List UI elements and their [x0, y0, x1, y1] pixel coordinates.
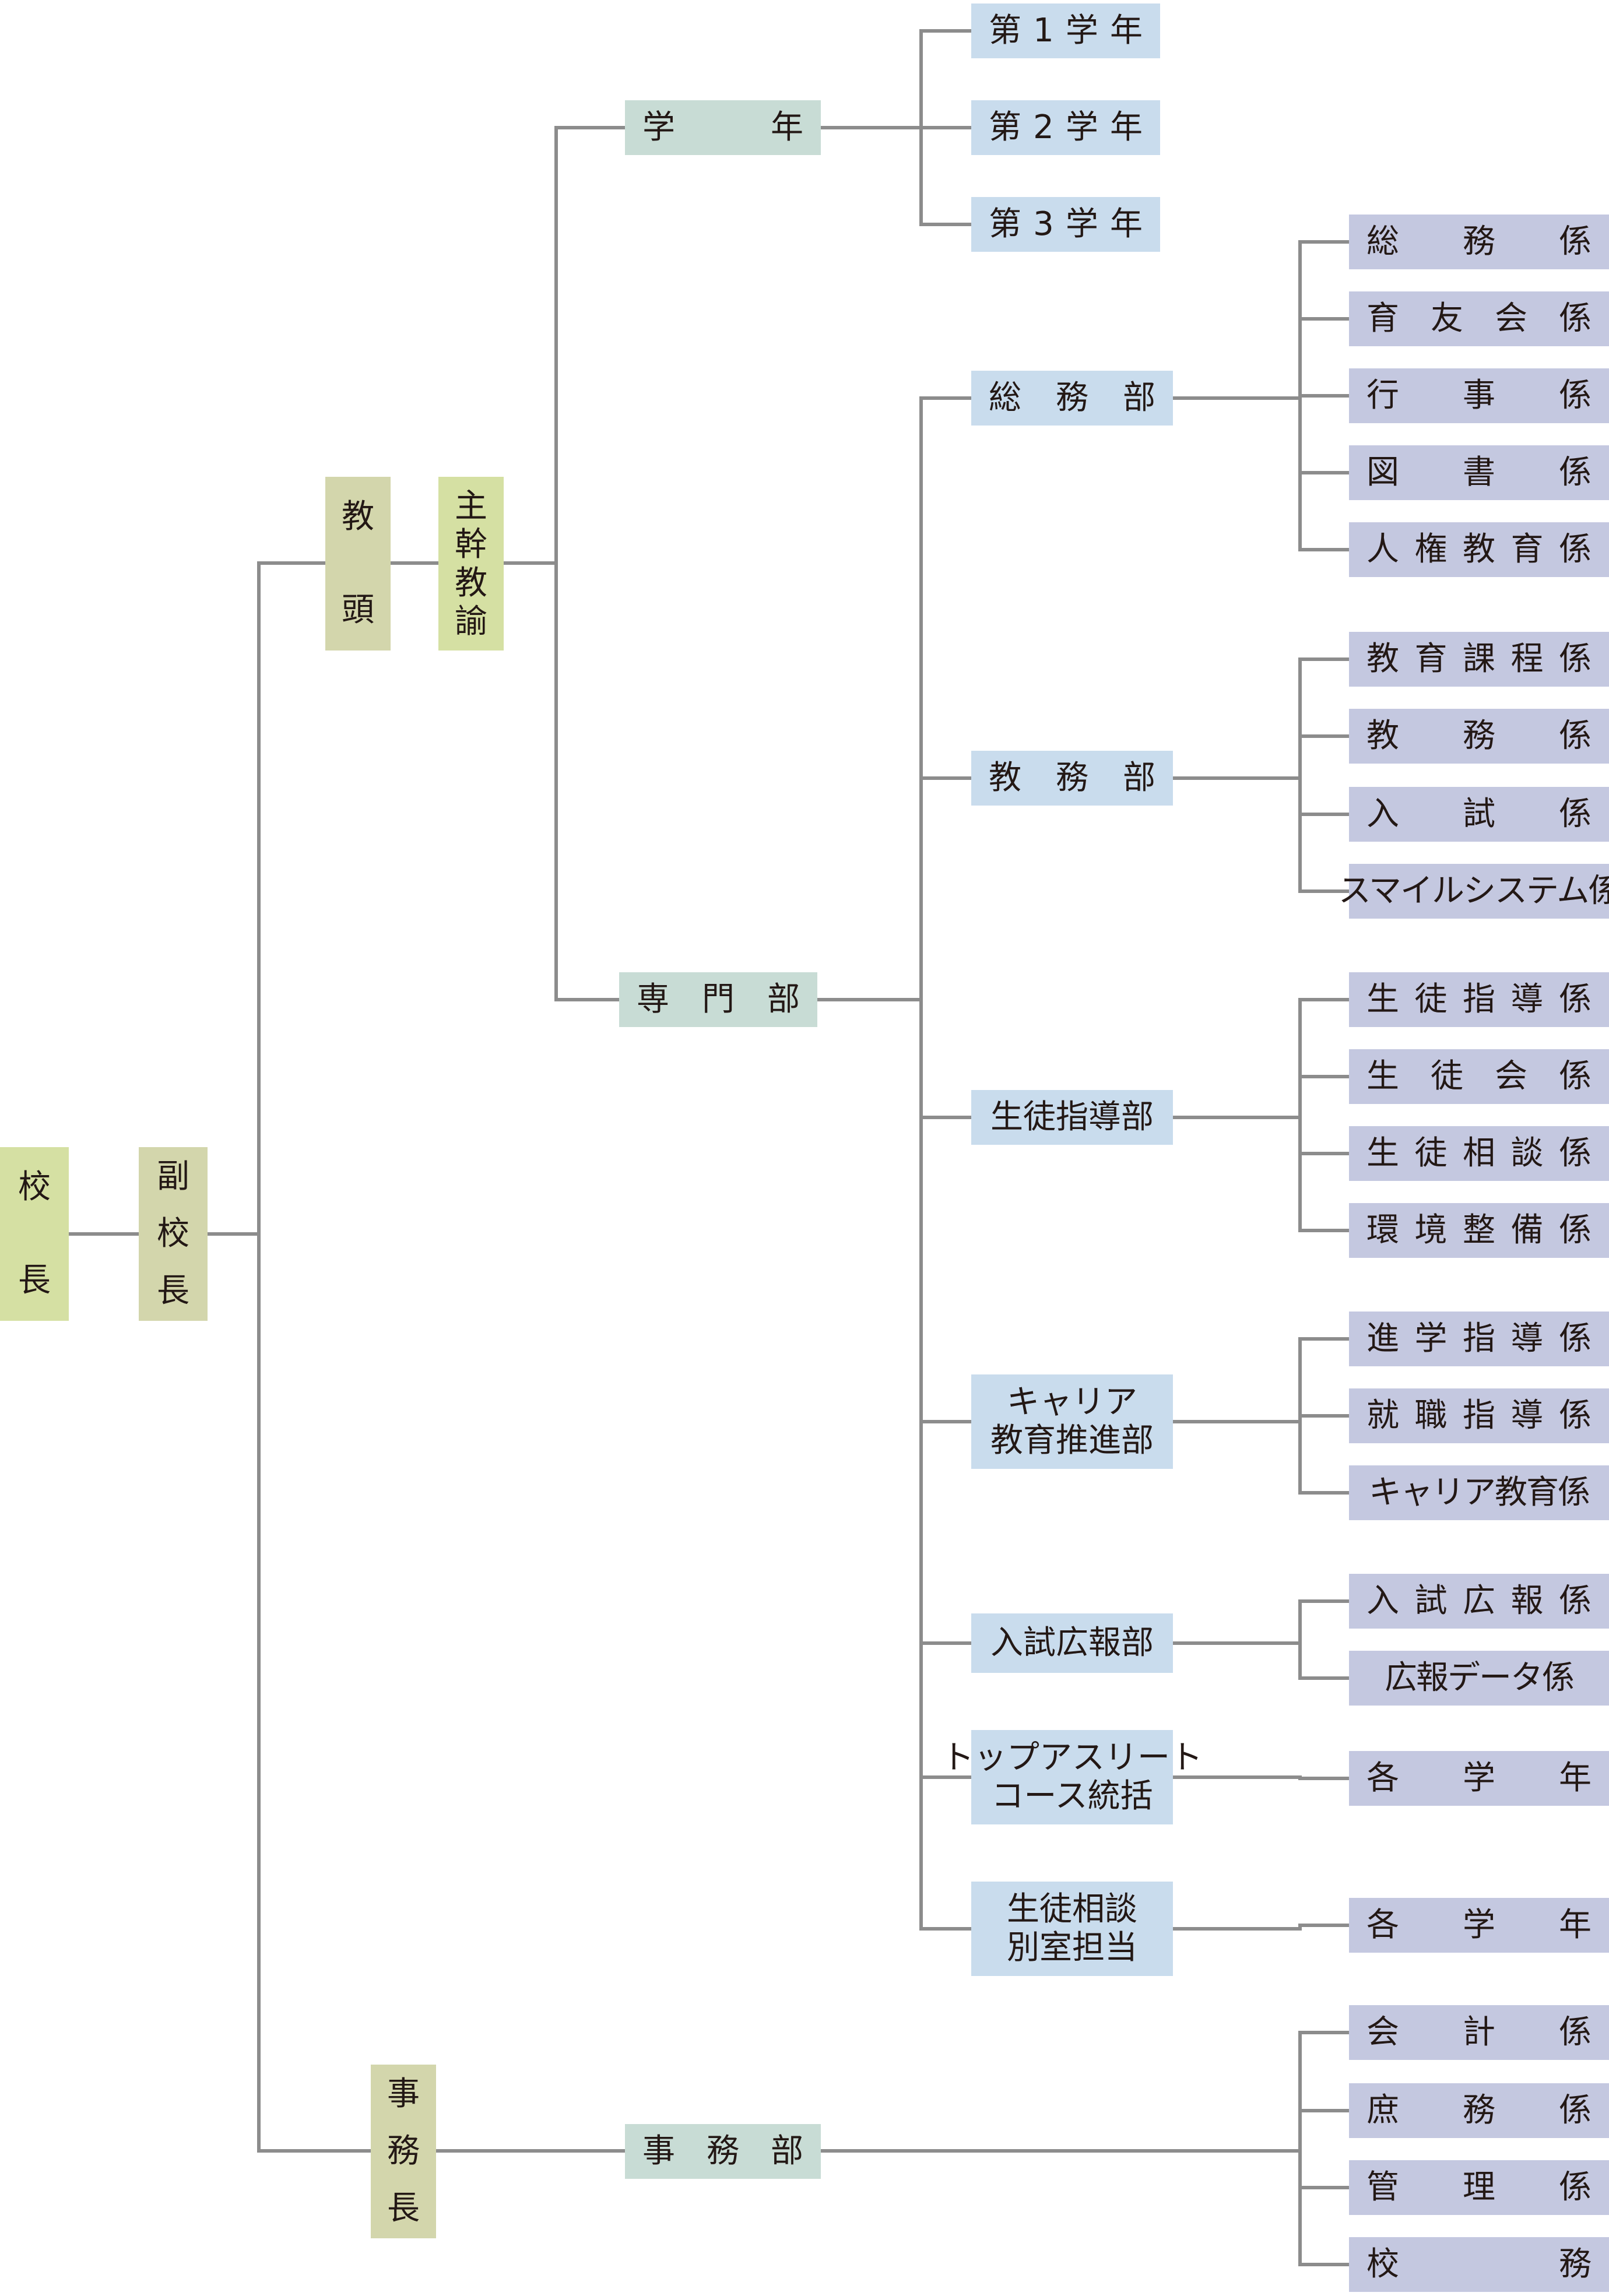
general-affairs-staff-2: 育友会係: [1349, 291, 1609, 346]
vice-principal-label: 副校長: [157, 1158, 189, 1310]
athlete-course-label-line1: トップアスリート: [941, 1738, 1203, 1777]
connector-line-group: [67, 29, 1351, 2266]
student-guidance-staff-2: 生徒会係: [1349, 1049, 1609, 1104]
specialist-dept-box: 専門部: [619, 972, 817, 1027]
student-guidance-staff-1-label: 生徒指導係: [1366, 980, 1592, 1018]
office-staff-1-label: 会計係: [1366, 2013, 1592, 2051]
general-affairs-staff-2-label: 育友会係: [1366, 299, 1592, 337]
career-staff-1-label: 進学指導係: [1366, 1319, 1592, 1358]
athlete-staff-1: 各学年: [1349, 1751, 1609, 1806]
general-affairs-staff-5: 人権教育係: [1349, 522, 1609, 577]
head-teacher-box: 教頭: [325, 477, 391, 651]
specialist-dept-label: 専門部: [637, 980, 800, 1018]
admissions-pr-staff-2-label: 広報データ係: [1385, 1658, 1575, 1697]
general-affairs-staff-3: 行事係: [1349, 368, 1609, 423]
general-affairs-dept-label: 総務部: [989, 378, 1155, 417]
student-guidance-staff-4: 環境整備係: [1349, 1203, 1609, 1258]
academic-affairs-staff-2-label: 教務係: [1366, 716, 1592, 755]
chief-teacher-label: 主幹教諭: [455, 487, 487, 641]
athlete-course-label-line2: コース統括: [991, 1777, 1153, 1815]
office-staff-2-label: 庶務係: [1366, 2091, 1592, 2129]
principal-box: 校長: [0, 1147, 69, 1321]
counseling-staff-1-label: 各学年: [1366, 1905, 1592, 1944]
office-dept-box: 事務部: [625, 2124, 821, 2179]
student-guidance-staff-2-label: 生徒会係: [1366, 1057, 1592, 1095]
general-affairs-dept-box: 総務部: [971, 371, 1173, 426]
office-dept-label: 事務部: [642, 2132, 803, 2170]
student-guidance-dept-label: 生徒指導部: [990, 1098, 1154, 1136]
office-chief-box: 事務長: [371, 2065, 436, 2238]
counseling-room-label-line2: 別室担当: [1007, 1929, 1137, 1967]
career-dept-label-line1: キャリア: [1007, 1383, 1137, 1421]
academic-affairs-staff-1-label: 教育課程係: [1366, 639, 1592, 678]
admissions-pr-staff-1: 入試広報係: [1349, 1574, 1609, 1629]
academic-affairs-dept-label: 教務部: [989, 758, 1155, 797]
chief-teacher-box: 主幹教諭: [438, 477, 504, 651]
counseling-room-label-line1: 生徒相談: [1007, 1890, 1137, 1928]
grade-box: 学年: [625, 100, 821, 155]
career-staff-2: 就職指導係: [1349, 1388, 1609, 1443]
grade-label: 学年: [642, 108, 803, 146]
general-affairs-staff-3-label: 行事係: [1366, 376, 1592, 414]
admissions-pr-staff-1-label: 入試広報係: [1366, 1581, 1592, 1620]
general-affairs-staff-4-label: 図書係: [1366, 453, 1592, 491]
career-dept-label-line2: 教育推進部: [990, 1422, 1154, 1460]
office-staff-4-label: 校務: [1366, 2245, 1592, 2283]
academic-affairs-staff-1: 教育課程係: [1349, 632, 1609, 687]
student-guidance-staff-3-label: 生徒相談係: [1366, 1134, 1592, 1172]
general-affairs-staff-5-label: 人権教育係: [1366, 530, 1592, 568]
academic-affairs-staff-4: スマイルシステム係: [1339, 864, 1609, 919]
office-staff-3-label: 管理係: [1366, 2168, 1592, 2206]
principal-label: 校長: [18, 1168, 51, 1299]
general-affairs-staff-1-label: 総務係: [1366, 222, 1592, 261]
vice-principal-box: 副校長: [139, 1147, 208, 1321]
office-staff-2: 庶務係: [1349, 2083, 1609, 2138]
career-staff-1: 進学指導係: [1349, 1312, 1609, 1366]
academic-affairs-staff-3: 入試係: [1349, 787, 1609, 842]
career-staff-2-label: 就職指導係: [1366, 1396, 1592, 1434]
career-staff-3-label: キャリア教育係: [1369, 1473, 1590, 1511]
student-guidance-staff-1: 生徒指導係: [1349, 972, 1609, 1027]
counseling-room-dept-box: 生徒相談 別室担当: [971, 1882, 1173, 1976]
office-staff-3: 管理係: [1349, 2160, 1609, 2215]
student-guidance-staff-4-label: 環境整備係: [1366, 1211, 1592, 1249]
admissions-pr-dept-box: 入試広報部: [971, 1613, 1173, 1673]
student-guidance-staff-3: 生徒相談係: [1349, 1126, 1609, 1181]
academic-affairs-dept-box: 教務部: [971, 751, 1173, 806]
career-staff-3: キャリア教育係: [1349, 1465, 1609, 1520]
academic-affairs-staff-4-label: スマイルシステム係: [1338, 871, 1609, 910]
general-affairs-staff-1: 総務係: [1349, 215, 1609, 269]
head-teacher-label: 教頭: [342, 498, 374, 629]
office-staff-1: 会計係: [1349, 2005, 1609, 2060]
student-guidance-dept-box: 生徒指導部: [971, 1090, 1173, 1145]
office-staff-4: 校務: [1349, 2237, 1609, 2292]
career-dept-box: キャリア 教育推進部: [971, 1374, 1173, 1469]
office-chief-label: 事務長: [387, 2075, 420, 2227]
academic-affairs-staff-3-label: 入試係: [1366, 794, 1592, 833]
athlete-course-dept-box: トップアスリート コース統括: [941, 1730, 1203, 1824]
general-affairs-staff-4: 図書係: [1349, 445, 1609, 500]
admissions-pr-dept-label: 入試広報部: [990, 1623, 1154, 1662]
academic-affairs-staff-2: 教務係: [1349, 709, 1609, 764]
admissions-pr-staff-2: 広報データ係: [1349, 1651, 1609, 1706]
athlete-staff-1-label: 各学年: [1366, 1759, 1592, 1797]
counseling-staff-1: 各学年: [1349, 1898, 1609, 1953]
